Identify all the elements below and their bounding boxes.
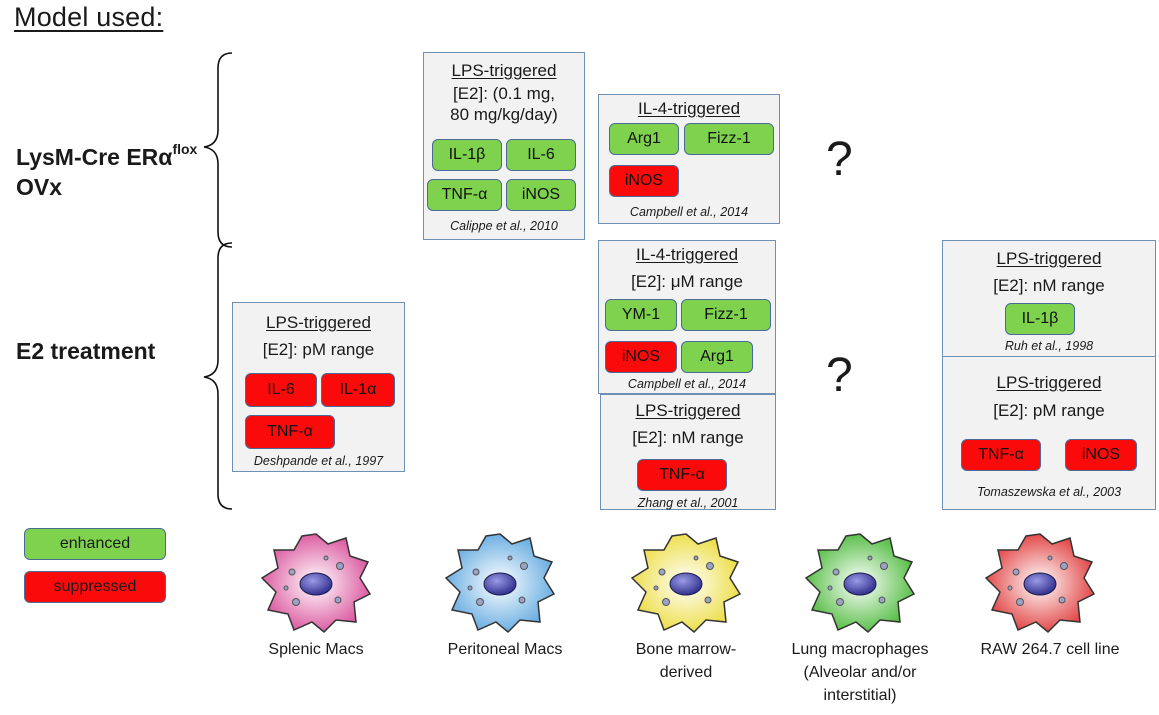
card-citation: Ruh et al., 1998: [1004, 339, 1094, 353]
cell-label-bone-marrow: Bone marrow- derived: [635, 641, 737, 681]
bone-marrow-macrophage-icon: [630, 533, 742, 634]
marker-chip: TNF-α: [245, 415, 335, 449]
unknown-mark-lysm: ?: [826, 133, 853, 186]
marker-chip: Arg1: [609, 123, 679, 155]
card-head: IL-4-triggered: [637, 99, 741, 118]
row-label-lysm: LysM-Cre ERαflox OVx: [16, 142, 197, 202]
marker-chip: iNOS: [506, 179, 576, 211]
marker-chip: Fizz-1: [681, 299, 771, 331]
card-head: IL-4-triggered: [635, 245, 739, 264]
marker-chip: IL-6: [506, 139, 576, 171]
marker-chip: Arg1: [681, 341, 753, 373]
card-bm-e2-lps: LPS-triggered [E2]: nM range TNF-α Zhang…: [600, 394, 776, 510]
brace-lysm: [203, 52, 233, 248]
marker-chip: IL-6: [245, 373, 317, 407]
legend-enhanced: enhanced: [24, 528, 166, 560]
cell-label-raw: RAW 264.7 cell line: [980, 641, 1120, 658]
card-citation: Zhang et al., 2001: [637, 496, 739, 510]
card-dose: [E2]: nM range: [632, 428, 744, 447]
card-dose: [E2]: pM range: [993, 401, 1105, 420]
marker-chip: TNF-α: [961, 439, 1041, 471]
card-raw-e2-pm: LPS-triggered [E2]: pM range TNF-α iNOS …: [942, 356, 1156, 510]
marker-chip: Fizz-1: [684, 123, 774, 155]
row-label-lysm-line2: OVx: [16, 174, 63, 200]
cell-label-peritoneal: Peritoneal Macs: [447, 641, 563, 658]
figure-title: Model used:: [14, 2, 164, 32]
card-dose: [E2]: nM range: [993, 276, 1105, 295]
card-dose: [E2]: (0.1 mg, 80 mg/kg/day): [450, 84, 558, 124]
card-head: LPS-triggered: [635, 401, 741, 420]
marker-chip: TNF-α: [427, 179, 502, 211]
marker-chip: IL-1β: [432, 139, 502, 171]
card-bm-e2-il4: IL-4-triggered [E2]: μM range YM-1 Fizz-…: [598, 240, 776, 394]
card-peritoneal-lysm: LPS-triggered [E2]: (0.1 mg, 80 mg/kg/da…: [423, 52, 585, 240]
marker-chip: TNF-α: [637, 459, 727, 491]
raw-cell-line-icon: [984, 533, 1096, 634]
card-citation: Calippe et al., 2010: [450, 219, 558, 233]
card-bm-lysm: IL-4-triggered Arg1 Fizz-1 iNOS Campbell…: [598, 94, 780, 224]
row-label-lysm-sup: flox: [172, 141, 198, 158]
peritoneal-macrophage-icon: [444, 533, 556, 634]
card-raw-e2-nm: LPS-triggered [E2]: nM range IL-1β Ruh e…: [942, 240, 1156, 358]
brace-e2: [203, 242, 233, 510]
card-citation: Deshpande et al., 1997: [253, 454, 384, 468]
card-head: LPS-triggered: [996, 249, 1102, 268]
card-splenic-e2: LPS-triggered [E2]: pM range IL-6 IL-1α …: [232, 302, 405, 472]
lung-macrophage-icon: [804, 533, 916, 634]
card-head: LPS-triggered: [996, 373, 1102, 392]
marker-chip: iNOS: [609, 165, 679, 197]
card-dose: [E2]: pM range: [262, 340, 375, 359]
marker-chip: IL-1α: [321, 373, 395, 407]
marker-chip: iNOS: [605, 341, 677, 373]
splenic-macrophage-icon: [260, 533, 372, 634]
row-label-e2: E2 treatment: [16, 338, 156, 364]
card-citation: Tomaszewska et al., 2003: [976, 485, 1122, 499]
card-citation: Campbell et al., 2014: [627, 377, 747, 391]
cell-label-lung: Lung macrophages (Alveolar and/or inters…: [791, 641, 929, 704]
card-citation: Campbell et al., 2014: [629, 205, 749, 219]
card-head: LPS-triggered: [266, 313, 371, 332]
cell-label-splenic: Splenic Macs: [268, 641, 364, 658]
marker-chip: iNOS: [1065, 439, 1137, 471]
marker-chip: YM-1: [605, 299, 677, 331]
card-dose: [E2]: μM range: [631, 272, 743, 291]
card-head: LPS-triggered: [451, 61, 557, 80]
unknown-mark-e2: ?: [826, 349, 853, 402]
row-label-lysm-line1: LysM-Cre ERα: [16, 144, 173, 170]
marker-chip: IL-1β: [1005, 303, 1075, 335]
legend-suppressed: suppressed: [24, 571, 166, 603]
